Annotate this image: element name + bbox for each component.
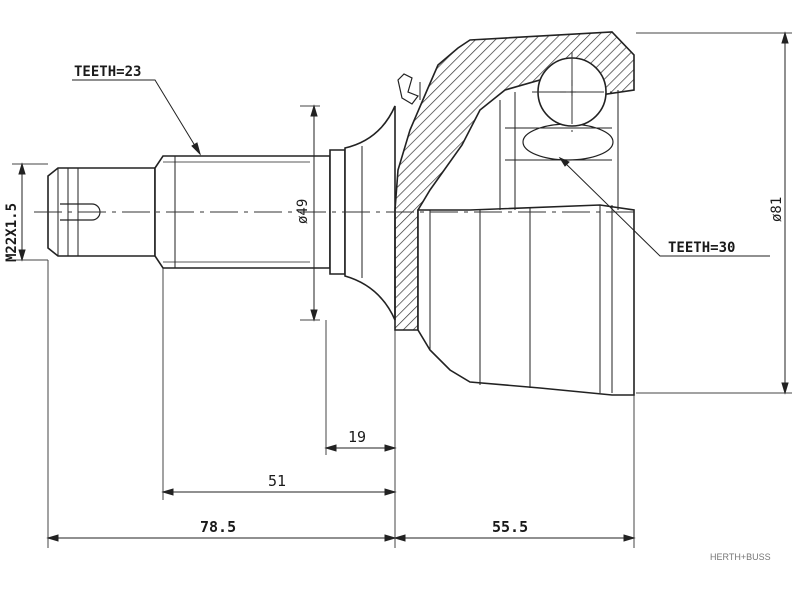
bell-outer-body [417,204,635,396]
stub-shaft [47,105,396,321]
thread-label: M22X1.5 [4,203,20,262]
dim-78-5: 78.5 [200,518,236,536]
bell-hatched-wall [394,31,635,331]
shaft-flange [344,105,396,321]
dim-19: 19 [348,428,366,446]
outer-diameter-label: ø81 [769,197,785,222]
bell-housing [394,31,635,396]
dim-51: 51 [268,472,286,490]
brand-watermark: HERTH+BUSS [710,552,771,562]
dimension-lines [18,31,789,542]
teeth-joint-label: TEETH=30 [668,240,735,256]
leader-lines [72,79,770,257]
boot-clip [397,73,419,105]
shaft-diameter-label: ø49 [295,199,311,224]
centerline [34,52,640,213]
cage-race [522,123,614,161]
extension-lines [12,32,792,548]
teeth-shaft-label: TEETH=23 [74,64,141,80]
dim-55-5: 55.5 [492,518,528,536]
